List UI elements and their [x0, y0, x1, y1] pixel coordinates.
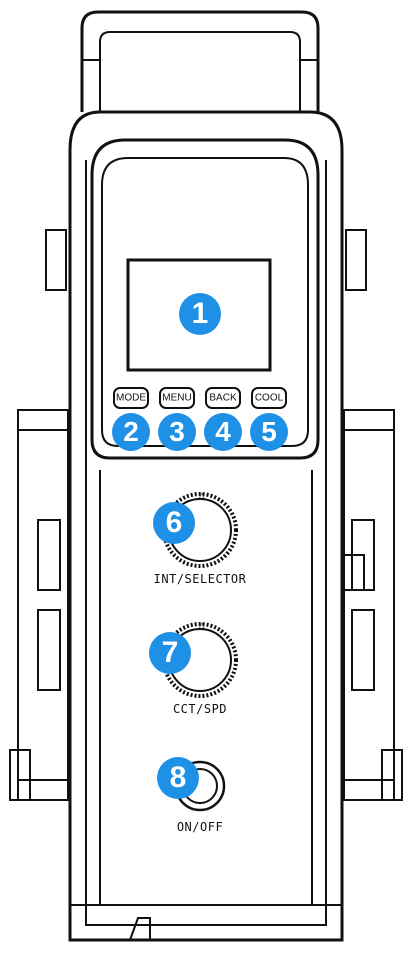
- cct-spd-label: CCT/SPD: [172, 702, 228, 716]
- callout-mode: 2: [112, 413, 150, 451]
- mode-button-label: MODE: [116, 392, 146, 404]
- knob-marker: △: [198, 620, 206, 631]
- menu-button[interactable]: [159, 387, 195, 409]
- lcd-screen: [126, 258, 272, 372]
- menu-button-label: MENU: [162, 392, 192, 404]
- cool-button[interactable]: [251, 387, 287, 409]
- mode-button[interactable]: [113, 387, 149, 409]
- callout-screen: 1: [179, 293, 221, 335]
- right-rail: [343, 229, 403, 801]
- back-button[interactable]: [205, 387, 241, 409]
- knob-marker: △: [198, 490, 206, 501]
- callout-int-selector: 6: [153, 502, 195, 544]
- int-selector-label: INT/SELECTOR: [153, 572, 247, 586]
- callout-cct-spd: 7: [149, 632, 191, 674]
- callout-cool: 5: [250, 413, 288, 451]
- handle: [80, 10, 320, 112]
- main-body: [68, 110, 344, 942]
- callout-menu: 3: [158, 413, 196, 451]
- back-button-label: BACK: [209, 392, 237, 404]
- on-off-label: ON/OFF: [176, 820, 224, 834]
- cool-button-label: COOL: [254, 392, 284, 404]
- callout-power: 8: [157, 757, 199, 799]
- panel-buttons: [113, 387, 287, 409]
- callout-back: 4: [204, 413, 242, 451]
- control-panel-bezel: [90, 138, 320, 460]
- left-rail: [9, 229, 69, 801]
